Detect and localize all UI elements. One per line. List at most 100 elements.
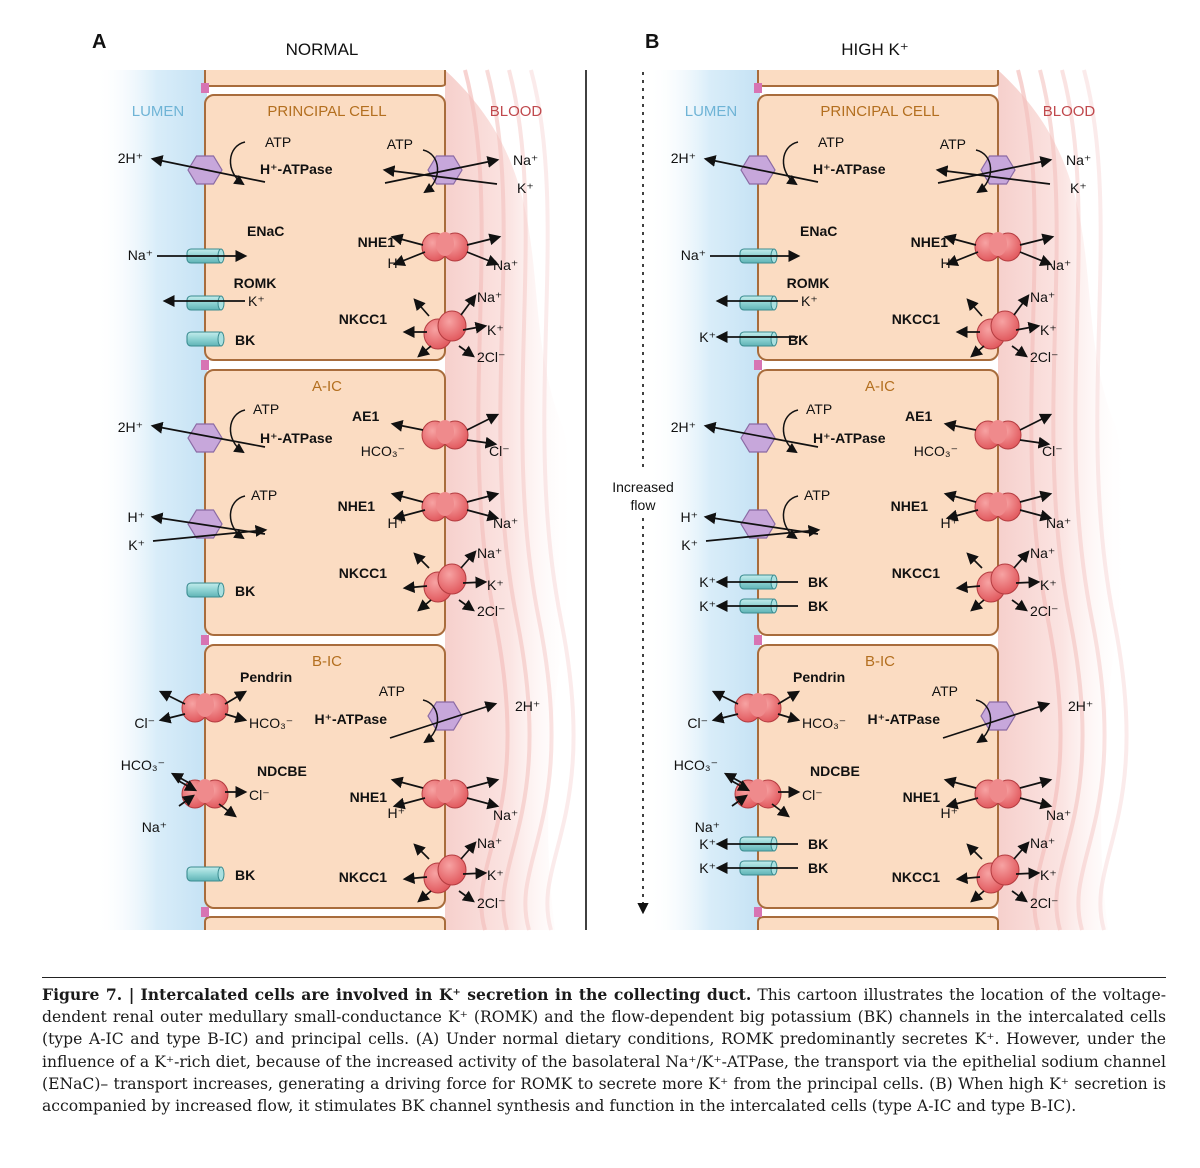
nkcc1-cotransporter [423,854,467,894]
proton-efflux-arrow [703,155,819,183]
flux-arrow [158,711,186,724]
ion-label: HCO₃⁻ [802,715,846,731]
flux-arrow [777,711,801,723]
transporter-name: ROMK [787,275,830,291]
ion-label: H⁺ [388,255,406,271]
exchanger-lobe [436,420,454,444]
atp-hydrolysis-arrow [229,141,246,186]
sodium-efflux-arrow [937,156,1053,184]
transporter-name: NHE1 [911,234,949,250]
ion-label: H⁺ [128,509,146,525]
cell-partial-bottom [757,916,999,930]
transporter-name: NKCC1 [892,869,940,885]
ion-label: H⁺ [941,515,959,531]
flux-arrow [413,298,430,317]
blood-wave [1082,69,1129,931]
cell-title: B-IC [865,653,895,670]
exchanger-lobe [436,779,454,803]
exchanger-lobe [196,779,214,803]
ion-label: Na⁺ [493,515,518,531]
exchanger-lobe [436,232,454,256]
ion-label: Na⁺ [128,247,153,263]
ion-label: K⁺ [1040,867,1057,883]
proton-efflux-arrow [703,421,819,448]
transporter-name: NHE1 [358,234,396,250]
ion-label: HCO₃⁻ [361,443,405,459]
flux-arrow [466,413,500,431]
tight-junction [201,907,209,917]
cell-title: A-IC [865,378,895,395]
figure-caption: Figure 7. | Intercalated cells are invol… [42,984,1166,1117]
ion-label: HCO₃⁻ [121,757,165,773]
flux-arrow [218,803,237,818]
exchanger-lobe [989,779,1007,803]
ion-label: Na⁺ [1046,807,1071,823]
ion-label: Cl⁻ [489,443,510,459]
potassium-influx-arrow [382,165,498,185]
proton-efflux-arrow [389,701,498,739]
bk-channel [186,866,225,882]
ion-label: K⁺ [487,322,504,338]
transporter-name: NKCC1 [892,311,940,327]
ion-label: Na⁺ [477,835,502,851]
epithelial-cell [757,369,999,636]
nhe1-exchanger [421,232,469,262]
blood-wave [1038,69,1085,931]
transporter-name: H⁺-ATPase [868,711,941,727]
atp-label: ATP [940,136,966,152]
blood-wave [463,69,510,931]
blood-wave [529,69,576,931]
ion-label: Na⁺ [1030,835,1055,851]
ion-label: K⁺ [248,293,265,309]
transporter-name: ROMK [234,275,277,291]
flux-arrow [466,490,500,503]
potassium-influx-arrow [935,165,1051,185]
cell-title: PRINCIPAL CELL [267,103,386,120]
tight-junction [754,83,762,93]
ion-label: Cl⁻ [1042,443,1063,459]
ion-label: HCO₃⁻ [249,715,293,731]
flux-arrow [392,251,426,266]
flux-arrow [390,490,424,503]
ion-label: H⁺ [388,805,406,821]
flux-arrow [413,843,430,860]
transporter-name: BK [808,860,828,876]
ion-label: K⁺ [681,537,698,553]
ion-label: Cl⁻ [802,787,823,803]
flux-arrow [1019,776,1053,789]
atp-label: ATP [804,487,830,503]
blood-wave [1060,69,1107,931]
atp-label: ATP [253,401,279,417]
ion-label: 2Cl⁻ [1030,603,1058,619]
nkcc1-cotransporter [423,563,467,603]
ion-label: Na⁺ [1030,545,1055,561]
flux-arrow [466,509,500,522]
exchanger-lobe [989,420,1007,444]
transporter-name: Pendrin [240,669,292,685]
h-k-atpase-pump [740,509,776,539]
ion-label: K⁺ [1040,577,1057,593]
lumen-label: LUMEN [132,103,185,120]
ion-label: HCO₃⁻ [674,757,718,773]
transporter-name: ENaC [247,223,284,239]
exchanger-lobe [989,232,1007,256]
flux-arrow [966,843,983,860]
ion-label: K⁺ [699,836,716,852]
transporter-name: NKCC1 [339,565,387,581]
flux-arrow [945,251,979,266]
flux-arrow [417,890,432,903]
transporter-name: BK [235,332,255,348]
ion-label: Na⁺ [1046,257,1071,273]
atp-hydrolysis-arrow [782,409,799,454]
epithelial-cell [757,644,999,909]
tight-junction [201,635,209,645]
pendrin-exchanger [734,693,782,723]
ion-label: 2H⁺ [118,150,143,166]
ion-label: Na⁺ [477,289,502,305]
ion-label: 2H⁺ [118,419,143,435]
transporter-name: Pendrin [793,669,845,685]
ion-label: Na⁺ [493,257,518,273]
ion-label: K⁺ [699,598,716,614]
nkcc1-cotransporter [976,310,1020,350]
